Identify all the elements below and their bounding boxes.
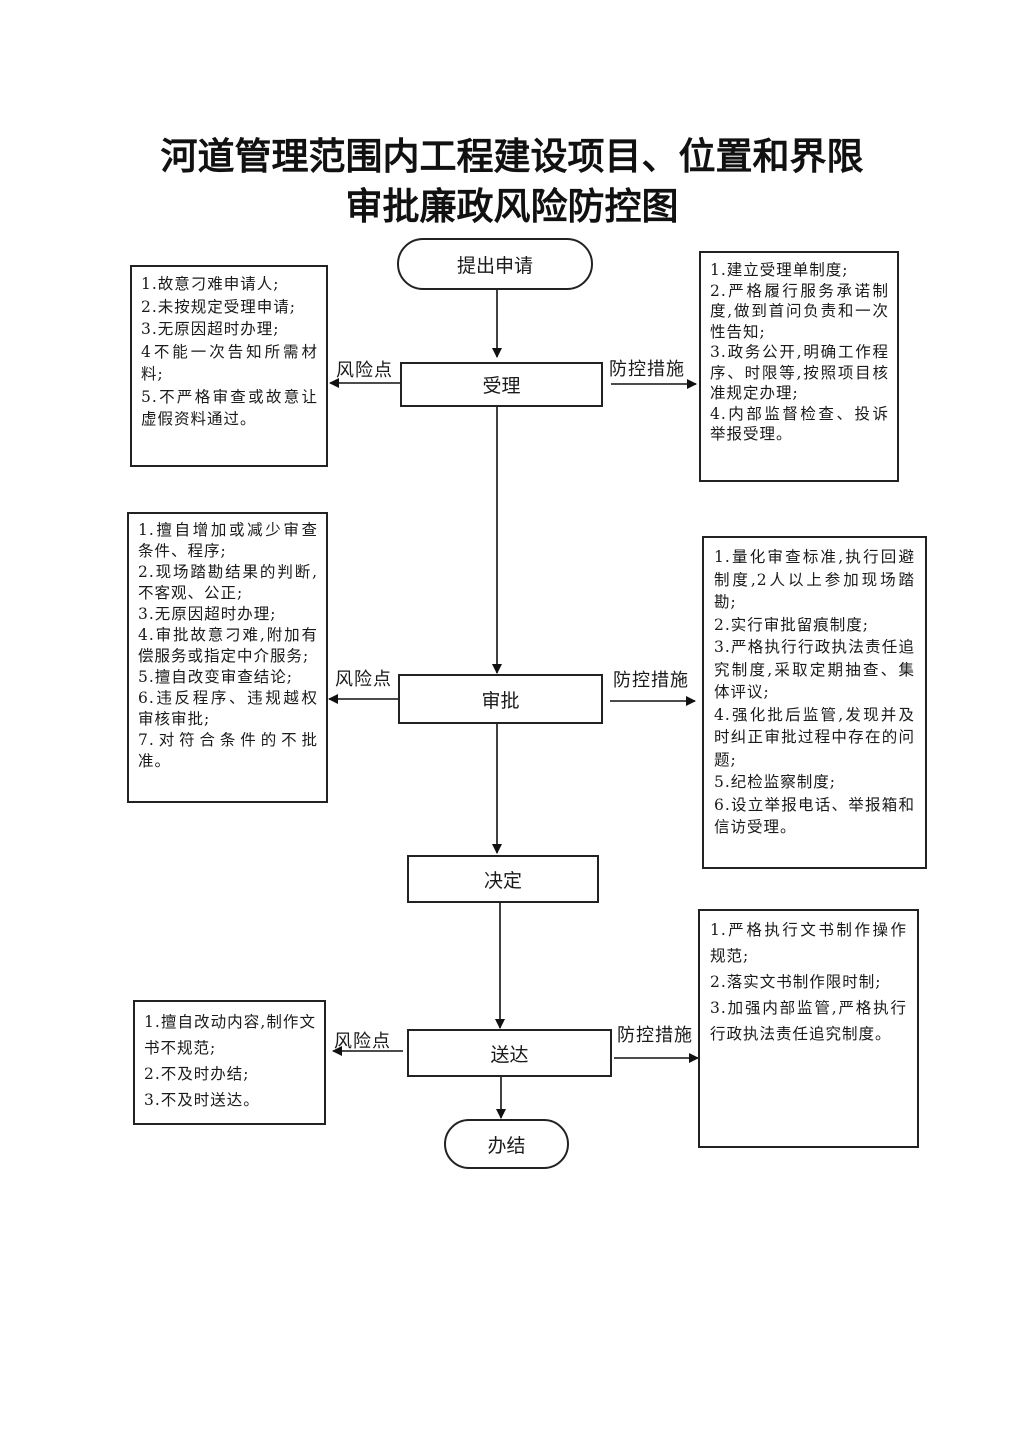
risk-item: 1.擅自改动内容,制作文书不规范; (144, 1013, 316, 1057)
risk-item: 5.擅自改变审查结论; (138, 668, 294, 686)
risk-item: 1.擅自增加或减少审查条件、程序; (138, 521, 318, 560)
flow-node-decide-label: 决定 (483, 869, 522, 892)
control-item: 3.严格执行行政执法责任追究制度,采取定期抽查、集体评议; (714, 638, 915, 701)
control-item: 1.建立受理单制度; (710, 261, 849, 279)
flow-node-end: 办结 (444, 1119, 569, 1169)
flow-node-accept-label: 受理 (482, 375, 521, 397)
control-item: 4.强化批后监管,发现并及时纠正审批过程中存在的问题; (714, 705, 915, 769)
control-item: 1.量化审查标准,执行回避制度,2人以上参加现场踏勘; (714, 548, 915, 611)
flow-node-deliver: 送达 (407, 1029, 612, 1077)
flow-node-decide: 决定 (407, 855, 599, 903)
risk-label-deliver: 风险点 (334, 1031, 391, 1052)
control-item: 1.严格执行文书制作操作规范; (710, 921, 907, 965)
risk-item: 1.故意刁难申请人; (141, 275, 280, 293)
control-box-deliver: 1.严格执行文书制作操作规范; 2.落实文书制作限时制; 3.加强内部监管,严格… (698, 909, 919, 1148)
risk-label-accept: 风险点 (336, 360, 393, 381)
risk-label-approve: 风险点 (335, 669, 392, 690)
control-item: 3.政务公开,明确工作程序、时限等,按照项目核准规定办理; (710, 343, 889, 402)
control-item: 2.实行审批留痕制度; (714, 615, 870, 634)
risk-box-deliver: 1.擅自改动内容,制作文书不规范; 2.不及时办结; 3.不及时送达。 (133, 1000, 326, 1125)
flow-node-start-label: 提出申请 (456, 254, 533, 277)
flow-node-approve-label: 审批 (481, 689, 520, 712)
risk-item: 2.现场踏勘结果的判断,不客观、公正; (138, 563, 318, 602)
diagram-title-line2: 审批廉政风险防控图 (345, 184, 679, 228)
risk-item: 5.不严格审查或故意让虚假资料通过。 (141, 387, 318, 429)
control-box-accept: 1.建立受理单制度; 2.严格履行服务承诺制度,做到首问负责和一次性告知; 3.… (699, 251, 899, 482)
risk-item: 2.未按规定受理申请; (141, 297, 297, 316)
control-item: 2.严格履行服务承诺制度,做到首问负责和一次性告知; (710, 281, 889, 341)
control-item: 2.落实文书制作限时制; (710, 973, 882, 991)
control-item: 5.纪检监察制度; (714, 773, 837, 791)
control-label-accept: 防控措施 (609, 359, 685, 380)
control-item: 3.加强内部监管,严格执行行政执法责任追究制度。 (710, 999, 907, 1043)
risk-item: 2.不及时办结; (144, 1065, 250, 1083)
risk-item: 3.不及时送达。 (144, 1091, 260, 1109)
risk-item: 4不能一次告知所需材料; (141, 342, 318, 384)
flow-node-approve: 审批 (398, 674, 603, 724)
risk-box-approve: 1.擅自增加或减少审查条件、程序; 2.现场踏勘结果的判断,不客观、公正; 3.… (127, 512, 328, 803)
risk-item: 4.审批故意刁难,附加有偿服务或指定中介服务; (138, 626, 318, 665)
flow-node-end-label: 办结 (487, 1134, 526, 1157)
diagram-title-line1: 河道管理范围内工程建设项目、位置和界限 (160, 134, 864, 178)
risk-item: 3.无原因超时办理; (141, 320, 280, 338)
risk-item: 7.对符合条件的不批准。 (138, 731, 318, 770)
control-item: 6.设立举报电话、举报箱和信访受理。 (714, 795, 915, 837)
control-label-approve: 防控措施 (613, 670, 689, 691)
flow-node-start: 提出申请 (397, 238, 593, 290)
control-item: 4.内部监督检查、投诉举报受理。 (710, 404, 889, 444)
risk-item: 3.无原因超时办理; (138, 605, 277, 623)
risk-item: 6.违反程序、违规越权审核审批; (138, 689, 318, 728)
control-box-approve: 1.量化审查标准,执行回避制度,2人以上参加现场踏勘; 2.实行审批留痕制度; … (702, 536, 927, 869)
risk-box-accept: 1.故意刁难申请人; 2.未按规定受理申请; 3.无原因超时办理; 4不能一次告… (130, 265, 328, 467)
flow-node-deliver-label: 送达 (490, 1043, 529, 1066)
flow-node-accept: 受理 (400, 362, 603, 407)
control-label-deliver: 防控措施 (617, 1025, 693, 1046)
